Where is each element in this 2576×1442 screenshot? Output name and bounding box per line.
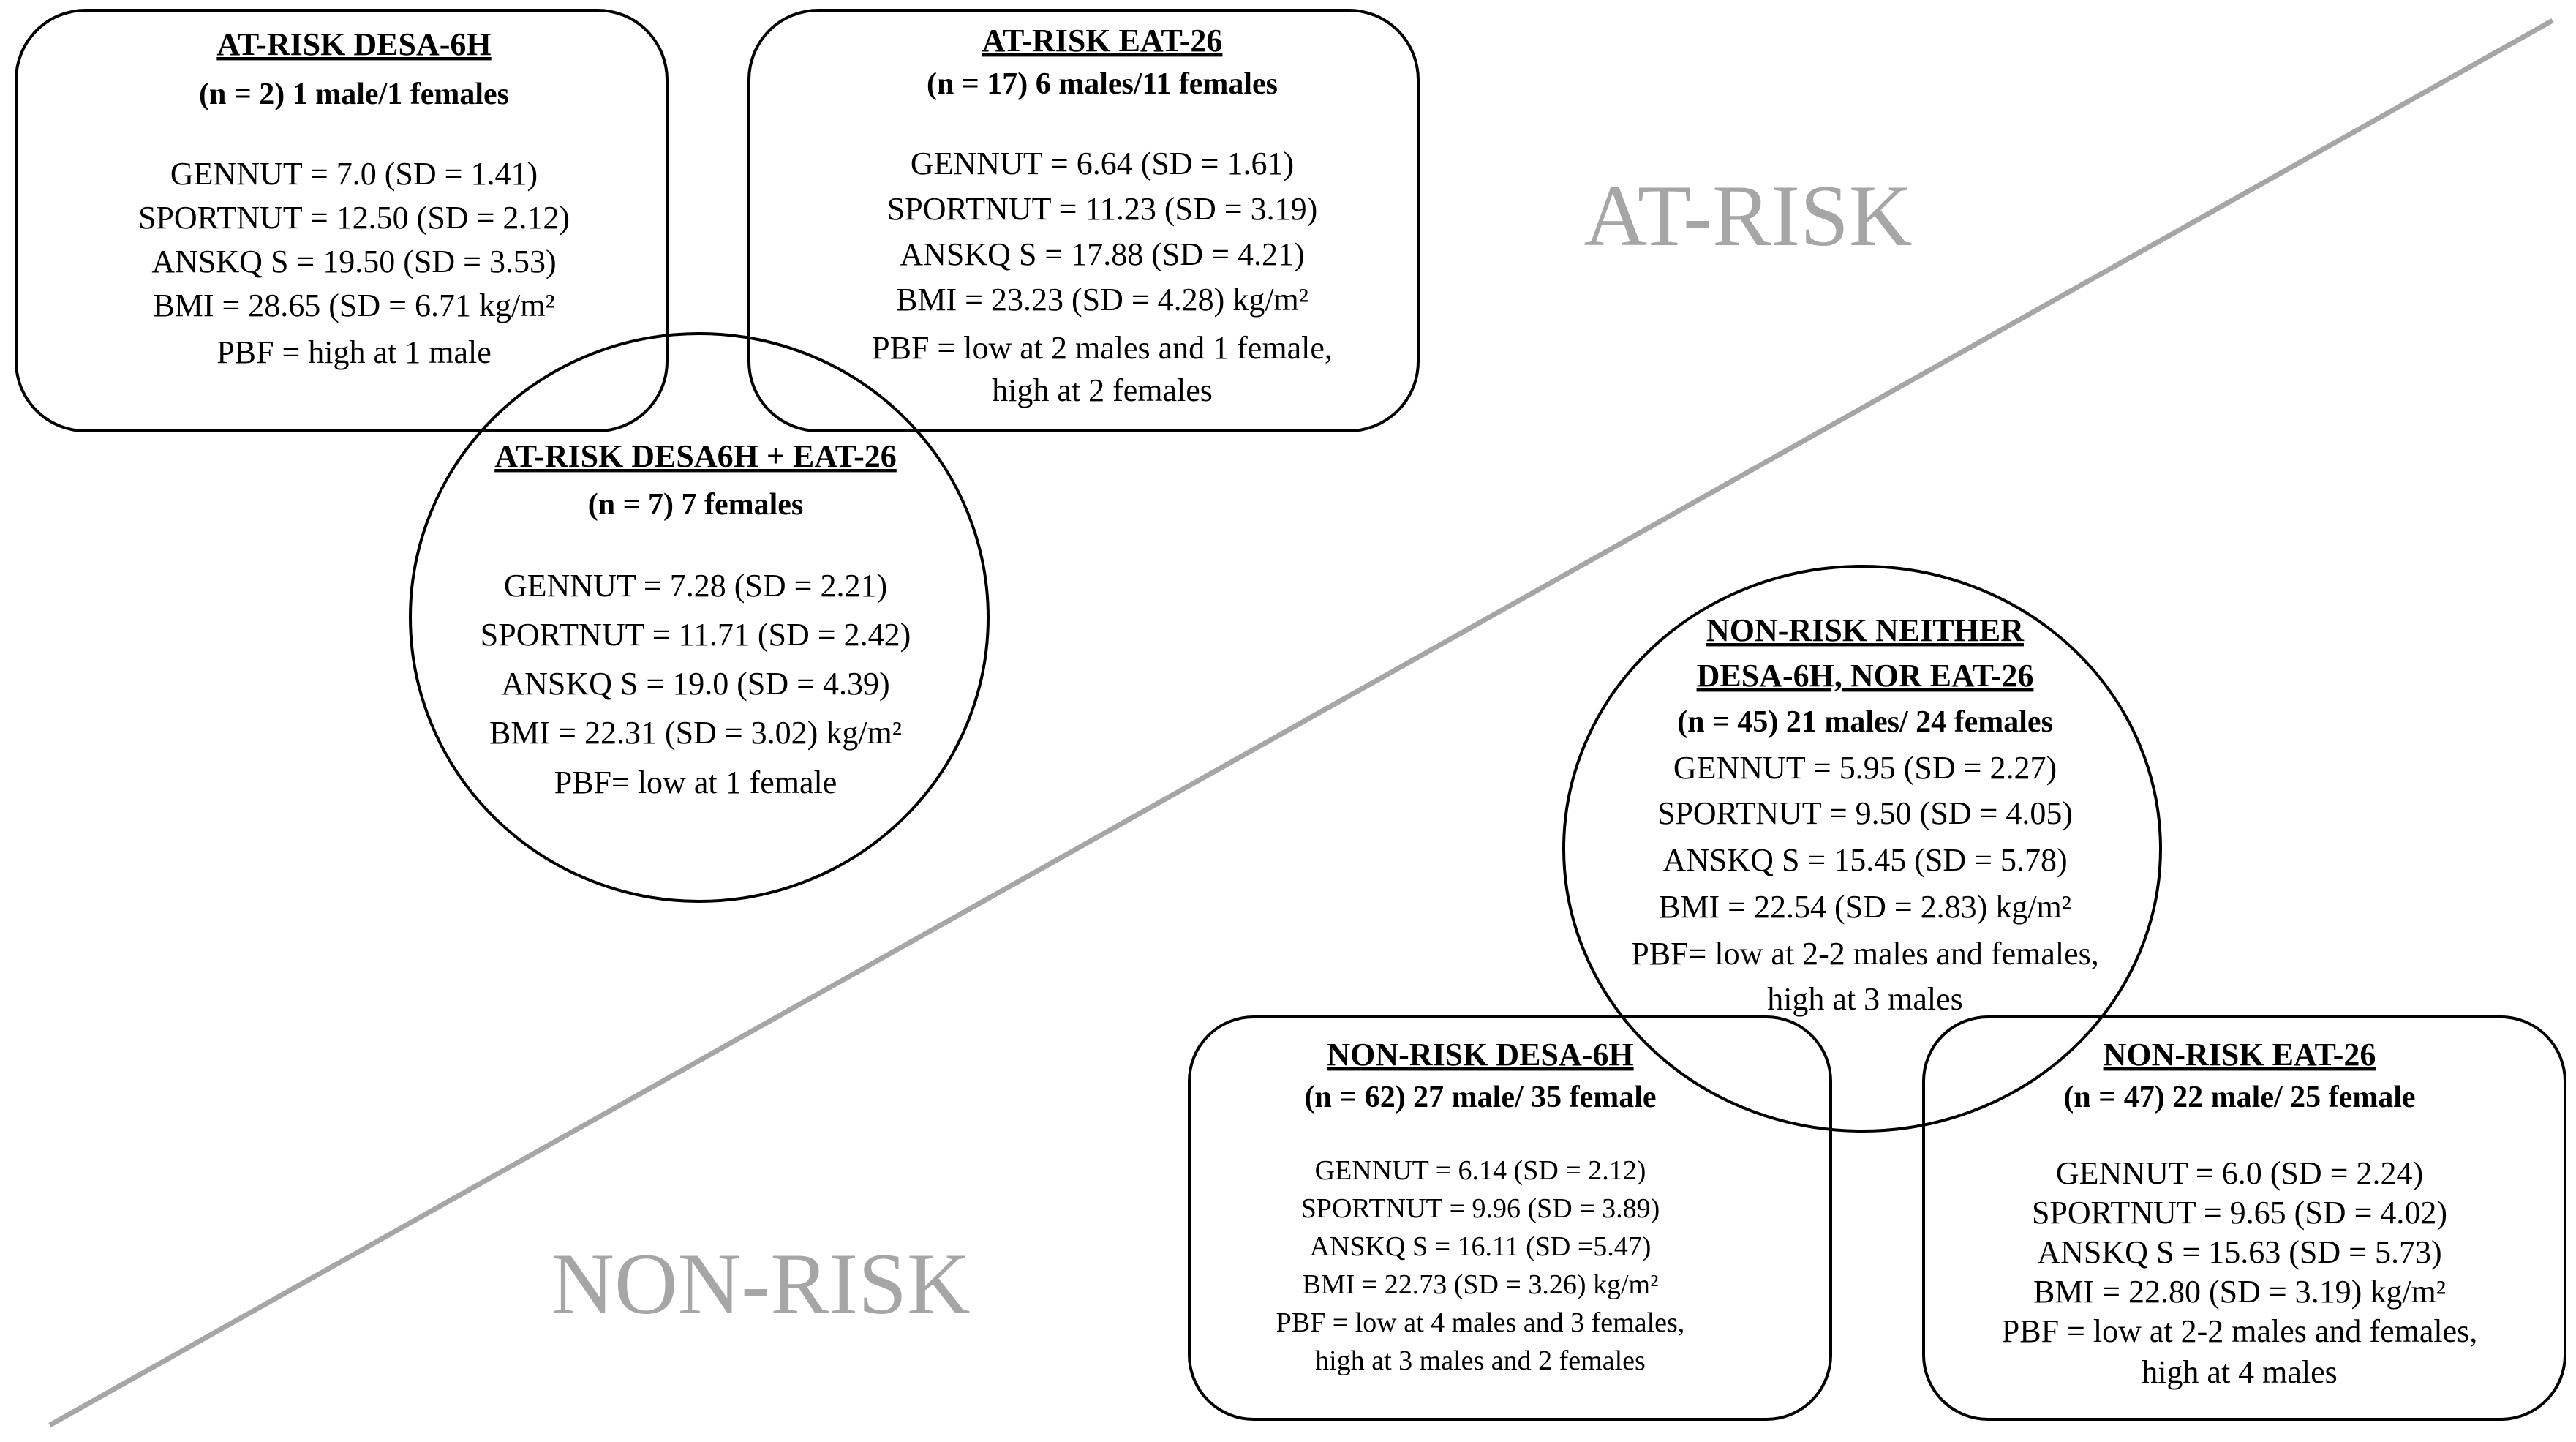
non-risk-desa-anskq: ANSKQ S = 16.11 (SD =5.47): [1310, 1231, 1652, 1262]
non-risk-neither-sportnut: SPORTNUT = 9.50 (SD = 4.05): [1657, 795, 2073, 831]
at-risk-eat-bmi: BMI = 23.23 (SD = 4.28) kg/m²: [896, 282, 1308, 318]
non-risk-desa-gennut: GENNUT = 6.14 (SD = 2.12): [1315, 1155, 1646, 1186]
non-risk-desa-title: NON-RISK DESA-6H: [1327, 1037, 1633, 1073]
at-risk-desa-gennut: GENNUT = 7.0 (SD = 1.41): [170, 156, 538, 192]
at-risk-eat-box: AT-RISK EAT-26 (n = 17) 6 males/11 femal…: [747, 9, 1420, 432]
non-risk-eat-frame: [1922, 1015, 2566, 1421]
non-risk-neither-title-line2: DESA-6H, NOR EAT-26: [1697, 658, 2034, 694]
at-risk-desa-count: (n = 2) 1 male/1 females: [199, 78, 509, 111]
at-risk-eat-anskq: ANSKQ S = 17.88 (SD = 4.21): [900, 236, 1304, 272]
at-risk-desa-frame: [15, 9, 669, 432]
non-risk-eat-pbf: PBF = low at 2-2 males and females,: [2002, 1313, 2477, 1349]
non-risk-eat-title: NON-RISK EAT-26: [2104, 1037, 2376, 1073]
non-risk-neither-count: (n = 45) 21 males/ 24 females: [1677, 705, 2053, 739]
non-risk-neither-circle: NON-RISK NEITHER DESA-6H, NOR EAT-26 (n …: [1562, 565, 2162, 1133]
at-risk-both-pbf: PBF= low at 1 female: [554, 765, 837, 800]
at-risk-both-bmi: BMI = 22.31 (SD = 3.02) kg/m²: [489, 715, 902, 751]
at-risk-both-anskq: ANSKQ S = 19.0 (SD = 4.39): [501, 666, 889, 702]
at-risk-eat-sportnut: SPORTNUT = 11.23 (SD = 3.19): [887, 191, 1317, 227]
at-risk-eat-gennut: GENNUT = 6.64 (SD = 1.61): [911, 146, 1294, 181]
non-risk-neither-pbf: PBF= low at 2-2 males and females,: [1631, 936, 2098, 972]
at-risk-both-sportnut: SPORTNUT = 11.71 (SD = 2.42): [481, 617, 911, 653]
at-risk-both-frame: [409, 332, 990, 903]
non-risk-desa-box: NON-RISK DESA-6H (n = 62) 27 male/ 35 fe…: [1188, 1015, 1832, 1421]
non-risk-neither-pbf-cont: high at 3 males: [1767, 981, 1963, 1017]
non-risk-eat-count: (n = 47) 22 male/ 25 female: [2063, 1081, 2415, 1114]
at-risk-desa-box: AT-RISK DESA-6H (n = 2) 1 male/1 females…: [15, 9, 669, 432]
at-risk-desa-bmi: BMI = 28.65 (SD = 6.71 kg/m²: [153, 288, 554, 323]
at-risk-both-gennut: GENNUT = 7.28 (SD = 2.21): [504, 568, 887, 604]
region-label-at-risk: AT-RISK: [1583, 167, 1912, 264]
non-risk-desa-bmi: BMI = 22.73 (SD = 3.26) kg/m²: [1302, 1269, 1658, 1300]
non-risk-eat-pbf-cont: high at 4 males: [2142, 1354, 2338, 1390]
at-risk-desa-pbf: PBF = high at 1 male: [216, 334, 492, 370]
non-risk-eat-gennut: GENNUT = 6.0 (SD = 2.24): [2056, 1155, 2423, 1191]
at-risk-desa-anskq: ANSKQ S = 19.50 (SD = 3.53): [151, 244, 556, 279]
non-risk-desa-pbf: PBF = low at 4 males and 3 females,: [1276, 1307, 1685, 1338]
at-risk-eat-title: AT-RISK EAT-26: [982, 23, 1223, 59]
non-risk-eat-sportnut: SPORTNUT = 9.65 (SD = 4.02): [2032, 1195, 2447, 1231]
non-risk-desa-sportnut: SPORTNUT = 9.96 (SD = 3.89): [1301, 1193, 1660, 1224]
non-risk-eat-bmi: BMI = 22.80 (SD = 3.19) kg/m²: [2033, 1274, 2446, 1310]
non-risk-desa-pbf-cont: high at 3 males and 2 females: [1315, 1345, 1646, 1376]
at-risk-both-title: AT-RISK DESA6H + EAT-26: [494, 438, 897, 474]
at-risk-eat-frame: [747, 9, 1420, 432]
at-risk-eat-count: (n = 17) 6 males/11 females: [927, 67, 1278, 101]
at-risk-both-circle: AT-RISK DESA6H + EAT-26 (n = 7) 7 female…: [409, 332, 990, 903]
non-risk-desa-frame: [1188, 1015, 1832, 1421]
at-risk-desa-title: AT-RISK DESA-6H: [216, 26, 491, 62]
at-risk-both-count: (n = 7) 7 females: [588, 488, 804, 522]
non-risk-neither-bmi: BMI = 22.54 (SD = 2.83) kg/m²: [1659, 889, 2071, 925]
non-risk-eat-anskq: ANSKQ S = 15.63 (SD = 5.73): [2037, 1234, 2441, 1270]
at-risk-desa-sportnut: SPORTNUT = 12.50 (SD = 2.12): [138, 200, 570, 236]
non-risk-desa-count: (n = 62) 27 male/ 35 female: [1304, 1081, 1656, 1114]
non-risk-neither-gennut: GENNUT = 5.95 (SD = 2.27): [1673, 750, 2057, 786]
non-risk-neither-frame: [1562, 565, 2162, 1133]
at-risk-eat-pbf-cont: high at 2 females: [992, 372, 1213, 408]
at-risk-eat-pbf: PBF = low at 2 males and 1 female,: [872, 330, 1333, 366]
non-risk-neither-anskq: ANSKQ S = 15.45 (SD = 5.78): [1662, 842, 2067, 878]
non-risk-neither-title-line1: NON-RISK NEITHER: [1706, 612, 2025, 648]
non-risk-eat-box: NON-RISK EAT-26 (n = 47) 22 male/ 25 fem…: [1922, 1015, 2566, 1421]
risk-divider-line: [48, 18, 2554, 1428]
region-label-non-risk: NON-RISK: [551, 1235, 970, 1332]
